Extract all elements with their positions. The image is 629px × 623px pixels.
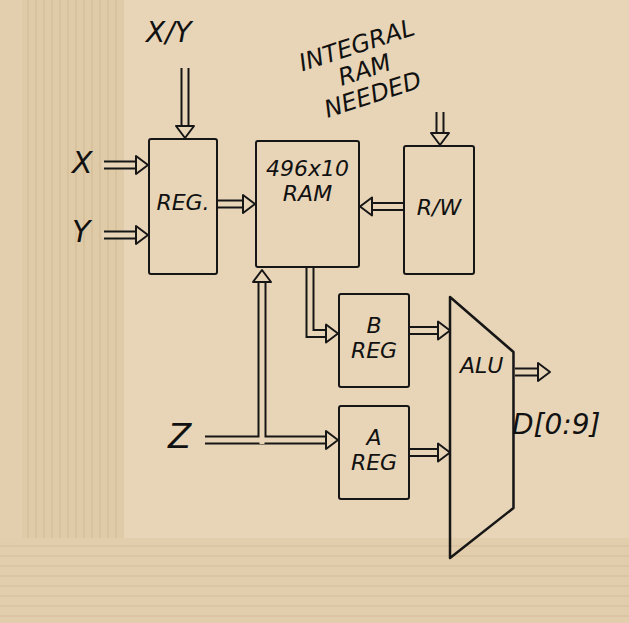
bus-inner	[310, 268, 326, 334]
bus-outline	[310, 268, 326, 334]
signal-name: D[0:9]	[512, 410, 600, 441]
bus-inner	[410, 450, 438, 455]
box-label: REG.	[153, 190, 213, 215]
arrow-head	[360, 198, 372, 216]
arrow-head	[438, 444, 450, 462]
rw-control-box: R/W	[403, 145, 475, 275]
bus-inner	[410, 328, 438, 333]
register-box: A REG	[338, 405, 410, 500]
signal-name: X/Y	[146, 18, 192, 49]
bus-arrow	[410, 322, 450, 340]
alu-outline	[448, 295, 516, 560]
bus-inner	[218, 202, 243, 207]
bus-inner	[372, 204, 403, 209]
box-label: R/W	[408, 195, 470, 220]
alu-shape: ALU	[448, 295, 516, 560]
arrow-head	[326, 325, 338, 343]
box-label: B REG	[349, 313, 399, 364]
signal-name: Z	[168, 418, 191, 455]
bus-arrow	[218, 195, 255, 213]
bus-arrow	[360, 198, 403, 216]
arrow-head	[243, 195, 255, 213]
box-label: ALU	[452, 353, 512, 378]
box-label: A REG	[349, 425, 399, 476]
bus-outline	[372, 202, 403, 211]
arrow-head	[438, 322, 450, 340]
bus-outline	[410, 326, 438, 335]
signal-name: X	[72, 146, 93, 179]
register-box: B REG	[338, 293, 410, 388]
box-label: 496x10 RAM	[260, 156, 355, 207]
signal-name: Y	[72, 215, 90, 248]
bus-arrow	[410, 444, 450, 462]
bus-outline	[218, 200, 243, 209]
bus-outline	[410, 448, 438, 457]
bus-arrow	[310, 268, 338, 343]
ram-box: 496x10 RAM	[255, 140, 360, 268]
note-text: INTEGRAL RAM NEEDED	[286, 12, 443, 129]
register-box: REG.	[148, 138, 218, 275]
